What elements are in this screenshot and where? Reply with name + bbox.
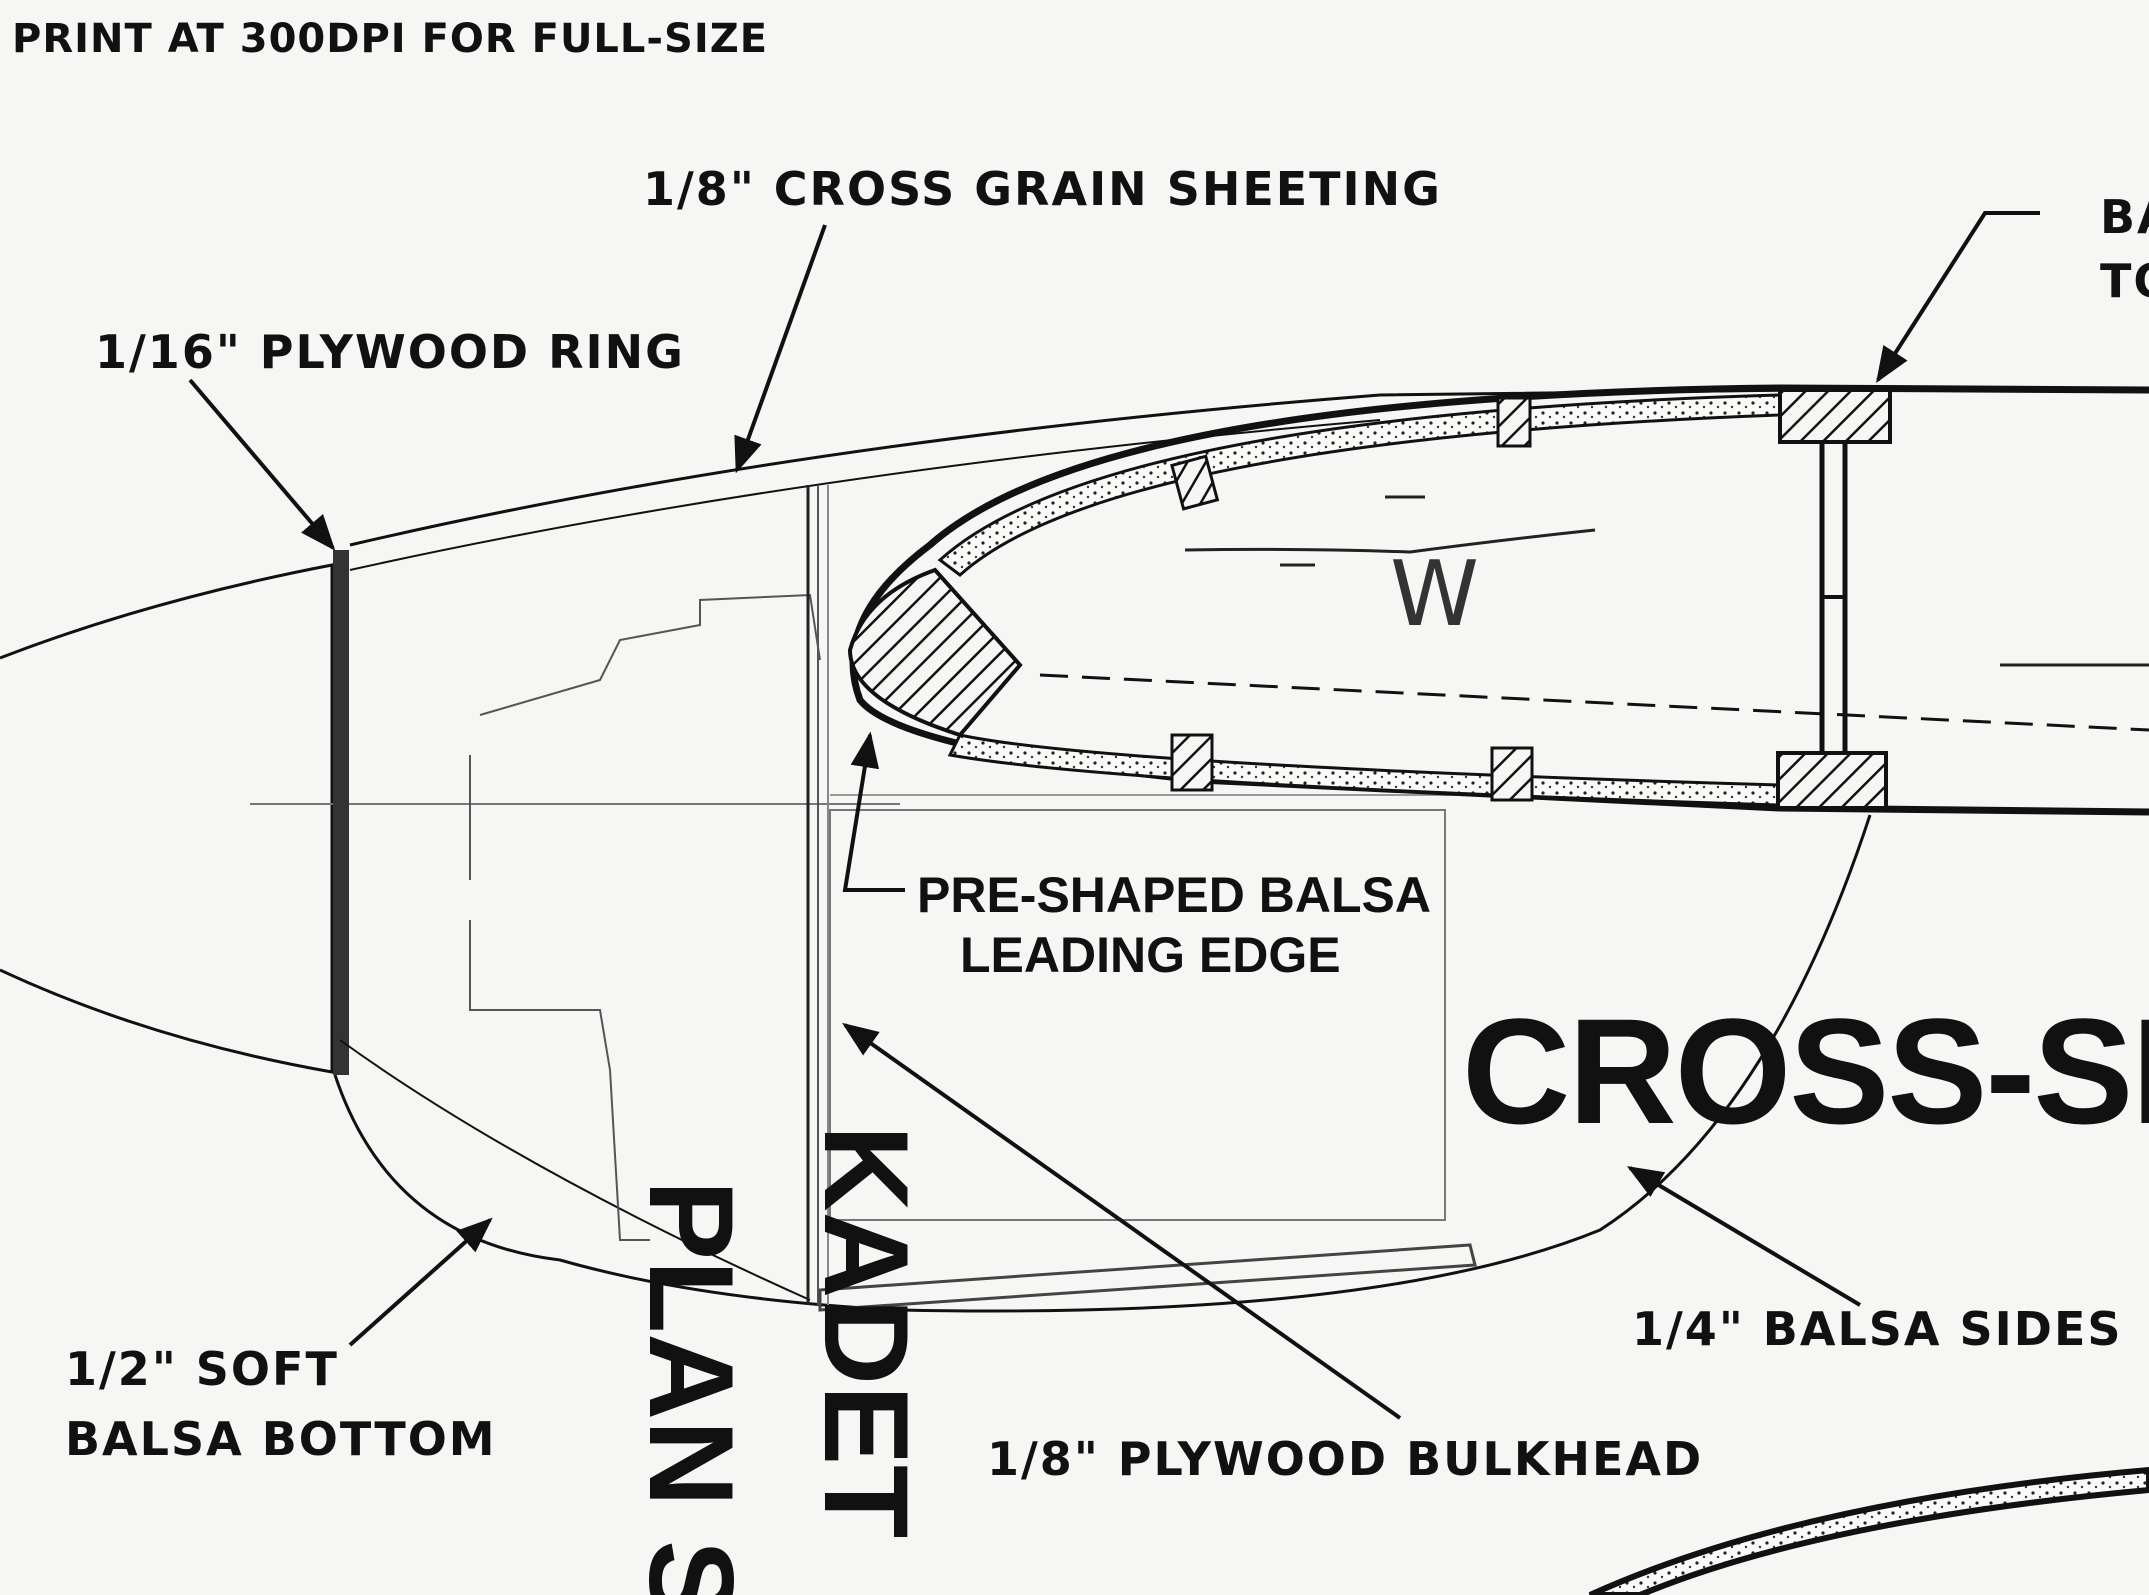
bottom-plank xyxy=(818,1243,1477,1312)
label-leading-edge-line2: LEADING EDGE xyxy=(960,927,1341,983)
header-note: PRINT AT 300DPI FOR FULL-SIZE xyxy=(12,16,768,62)
arrow-balsa-sides xyxy=(1626,1166,1862,1307)
label-top-right-line2: TO xyxy=(2100,254,2149,308)
arrow-plywood-ring xyxy=(188,378,336,551)
engine-outline xyxy=(469,593,821,1241)
bottom-contour xyxy=(333,814,1872,1313)
wing-sketch-marks xyxy=(1184,495,2149,667)
label-plywood-bulkhead: 1/8" PLYWOOD BULKHEAD xyxy=(987,1432,1703,1486)
chord-line xyxy=(1039,673,2149,732)
bottom-sheet xyxy=(339,1039,811,1301)
label-balsa-sides: 1/4" BALSA SIDES xyxy=(1632,1302,2123,1356)
stringer-2 xyxy=(1496,396,1532,448)
leading-edge xyxy=(847,567,1023,738)
label-plan-side: PLAN S xyxy=(624,1180,758,1595)
arrow-top-right xyxy=(1876,211,2040,384)
label-plywood-ring: 1/16" PLYWOOD RING xyxy=(95,325,685,379)
spinner-outline xyxy=(0,563,334,1074)
bottom-spar xyxy=(1776,751,1888,810)
label-kadet: KADET xyxy=(799,1125,933,1538)
top-spar xyxy=(1778,388,1892,444)
plywood-bulkhead-lines xyxy=(806,485,829,1305)
label-cross-section: CROSS-SEC xyxy=(1462,987,2149,1155)
stringer-4 xyxy=(1490,746,1534,802)
top-sheeting xyxy=(349,388,1801,547)
plywood-ring xyxy=(333,550,349,1075)
label-soft-bottom-line1: 1/2" SOFT xyxy=(65,1342,339,1396)
arrow-leading-edge xyxy=(842,731,905,892)
stringer-3 xyxy=(1170,733,1214,792)
wing-mark: W xyxy=(1390,542,1479,647)
label-soft-bottom-line2: BALSA BOTTOM xyxy=(65,1412,497,1466)
label-top-right-line1: BA xyxy=(2100,190,2149,244)
second-airfoil-partial xyxy=(1588,1466,2149,1595)
arrow-soft-bottom xyxy=(348,1217,493,1347)
cowl-outline xyxy=(829,809,1446,1221)
label-cross-grain-sheeting: 1/8" CROSS GRAIN SHEETING xyxy=(643,162,1442,216)
label-leading-edge-line1: PRE-SHAPED BALSA xyxy=(917,867,1431,923)
arrow-cross-grain xyxy=(734,224,827,474)
leader-arrows xyxy=(188,211,2040,1420)
stringer-1 xyxy=(1170,454,1220,511)
arrow-bulkhead xyxy=(842,1022,1402,1420)
